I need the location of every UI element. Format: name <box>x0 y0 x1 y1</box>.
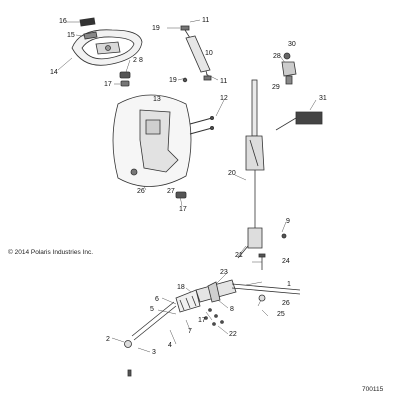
cotter-pin <box>127 369 132 377</box>
callout-6: 6 <box>155 296 159 303</box>
rack-boot-left <box>175 289 201 313</box>
callout-2-upper: 2 <box>133 57 137 64</box>
callout-24: 24 <box>282 258 290 265</box>
callout-10: 10 <box>205 50 213 57</box>
wheel-clips <box>119 71 131 87</box>
callout-8-upper: 8 <box>139 57 143 64</box>
callout-15: 15 <box>67 32 75 39</box>
diagram-number: 700115 <box>362 386 384 393</box>
callout-13: 13 <box>153 96 161 103</box>
lower-fasteners <box>130 168 187 199</box>
callout-21: 21 <box>235 252 243 259</box>
callout-25: 25 <box>277 311 285 318</box>
callout-1: 1 <box>287 281 291 288</box>
callout-17-upper: 17 <box>104 81 112 88</box>
bolt-21 <box>237 245 249 259</box>
callout-8-lower: 8 <box>230 306 234 313</box>
bolt-24 <box>258 253 266 270</box>
callout-2-lower: 2 <box>106 336 110 343</box>
bolt-9 <box>281 233 287 239</box>
steering-shaft <box>245 79 265 249</box>
callout-23: 23 <box>220 269 228 276</box>
copyright-text: © 2014 Polaris Industries Inc. <box>8 249 93 256</box>
callout-19-lower: 19 <box>169 77 177 84</box>
callout-18: 18 <box>177 284 185 291</box>
steering-mount-plate <box>112 94 192 187</box>
callout-19-upper: 19 <box>152 25 160 32</box>
tilt-gas-strut <box>180 25 212 83</box>
mount-bolts <box>189 116 214 135</box>
callout-27: 27 <box>167 188 175 195</box>
steering-wheel-cap <box>79 17 98 40</box>
callout-3: 3 <box>152 349 156 356</box>
callout-17-middle: 17 <box>179 206 187 213</box>
callout-26-lower: 26 <box>282 300 290 307</box>
callout-29: 29 <box>272 84 280 91</box>
callout-9: 9 <box>286 218 290 225</box>
ignition-switch <box>281 52 297 85</box>
steering-wheel <box>71 29 143 66</box>
steering-rack <box>195 279 301 303</box>
callout-14: 14 <box>50 69 58 76</box>
callout-16: 16 <box>59 18 67 25</box>
rack-mount-hardware <box>204 308 224 326</box>
callout-11-lower: 11 <box>220 78 228 85</box>
tie-rod-left <box>124 301 177 348</box>
callout-26-upper: 26 <box>137 188 145 195</box>
callout-4: 4 <box>168 342 172 349</box>
callout-28: 28 <box>273 53 281 60</box>
callout-12: 12 <box>220 95 228 102</box>
callout-7: 7 <box>188 328 192 335</box>
callout-20: 20 <box>228 170 236 177</box>
callout-31: 31 <box>319 95 327 102</box>
callout-30: 30 <box>288 41 296 48</box>
callout-5: 5 <box>150 306 154 313</box>
tie-rod-right <box>258 294 266 302</box>
callout-22: 22 <box>229 331 237 338</box>
callout-11-upper: 11 <box>202 17 210 24</box>
callout-17-lower: 17 <box>198 317 206 324</box>
wiring-connector <box>275 111 323 131</box>
